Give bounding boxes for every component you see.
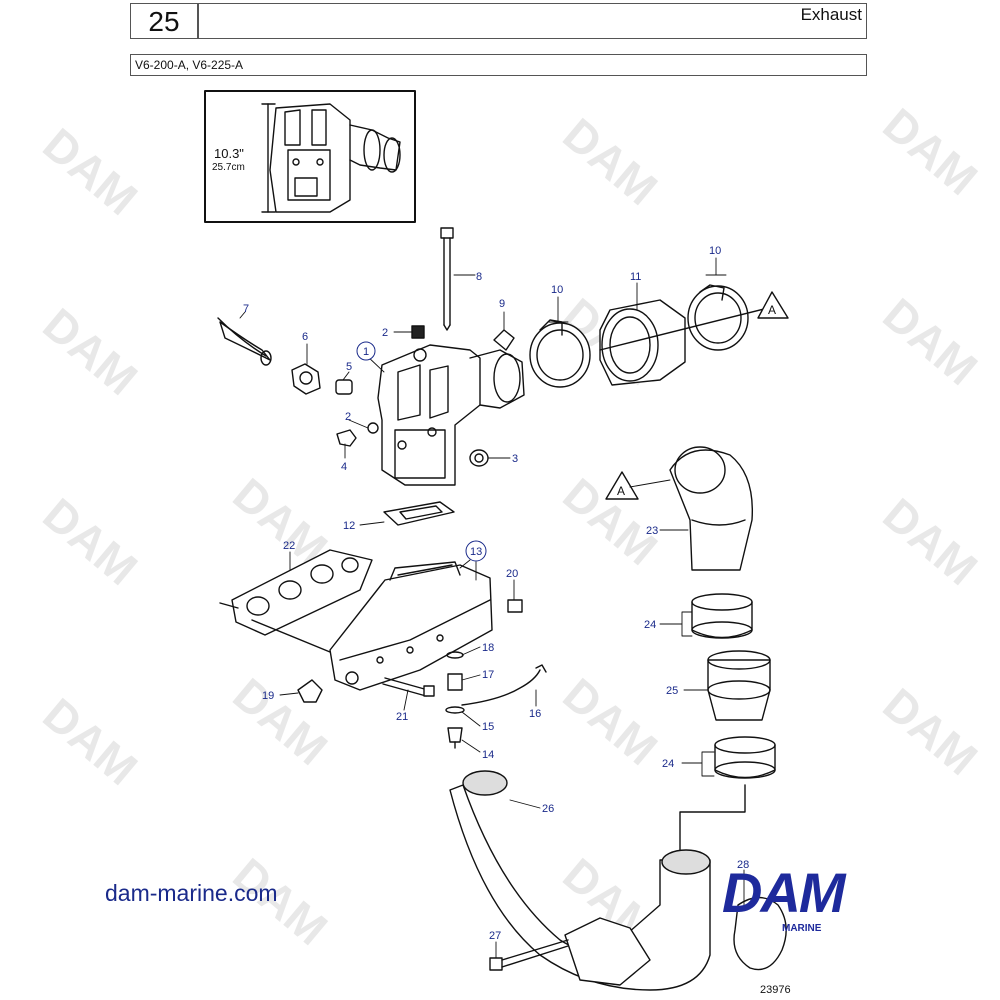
callout-10a: 10 [551,284,563,296]
callout-14: 14 [482,749,494,761]
plug-5 [335,379,353,395]
connector-a-mid-label: A [617,484,625,498]
model-list: V6-200-A, V6-225-A [135,58,244,72]
callout-11: 11 [630,271,641,283]
manifold-13 [251,561,493,691]
elbow-23 [669,446,754,571]
title-box: Exhaust [198,3,867,39]
connector-a-mid [605,471,639,500]
watermark: DAM DAM DAM DAM DAM DAM DAM DAM DAM DAM … [34,88,988,955]
callout-26: 26 [542,803,554,815]
callout-12: 12 [343,520,355,532]
watermark-text: DAM [34,488,148,595]
inset-height-cm: 25.7cm [212,162,245,173]
sensor-9 [493,329,515,351]
callout-4: 4 [341,461,347,473]
watermark-text: DAM [874,98,988,205]
circle-1 [356,341,376,361]
callout-15: 15 [482,721,494,733]
bolt-21 [382,677,435,697]
clamp-24-lower [714,736,776,779]
fitting-20 [507,599,523,613]
callout-2b: 2 [345,411,351,423]
callout-20: 20 [506,568,518,580]
gasket-22 [219,549,373,636]
plug-2-top [411,325,425,339]
bolt-27 [489,939,569,971]
brand-subtitle: MARINE [782,923,822,934]
callout-16: 16 [529,708,541,720]
callout-7: 7 [243,303,249,315]
watermark-text: DAM [34,118,148,225]
clamp-10-left [529,319,591,388]
watermark-text: DAM [34,688,148,795]
callout-23: 23 [646,525,658,537]
inset-dimension-box [204,90,416,223]
callout-8: 8 [476,271,482,283]
callout-3: 3 [512,453,518,465]
callout-13: 13 [470,546,482,558]
clamp-24-upper [691,593,753,639]
callout-10b: 10 [709,245,721,257]
brand-letters: DAM [722,861,846,924]
callout-1: 1 [363,346,369,358]
elbow-19 [297,679,323,703]
watermark-text: DAM [874,288,988,395]
page-number-box: 25 [130,3,198,39]
fitting-6 [291,363,321,395]
gasket-28 [733,896,787,971]
watermark-text: DAM [34,298,148,405]
callout-19: 19 [262,690,274,702]
hose-7 [217,317,272,366]
watermark-text: DAM [874,488,988,595]
watermark-text: DAM [224,668,338,775]
callout-17: 17 [482,669,494,681]
circle-13 [465,540,487,562]
watermark-text: DAM [554,668,668,775]
callout-9: 9 [499,298,505,310]
page-number: 25 [148,6,180,37]
callout-28: 28 [737,859,749,871]
callout-24a: 24 [644,619,656,631]
sleeve-25 [707,650,771,721]
callout-6: 6 [302,331,308,343]
inset-height-in: 10.3" [214,146,244,161]
pipe-26 [449,770,711,991]
sleeve-11 [599,299,686,386]
callout-22: 22 [283,540,295,552]
watermark-text: DAM [554,108,668,215]
bolt-8 [440,227,454,331]
gasket-12 [383,501,455,526]
leader-lines [239,257,745,959]
model-box: V6-200-A, V6-225-A [130,54,867,76]
callout-18: 18 [482,642,494,654]
website-link[interactable]: dam-marine.com [105,880,278,906]
clamp-10-right [687,284,749,351]
page-title: Exhaust [800,5,862,24]
drawing-id: 23976 [760,984,791,996]
circle-callouts [356,341,487,562]
brand-logo: DAM MARINE [722,861,902,938]
drain-stack [445,651,547,749]
callout-2a: 2 [382,327,388,339]
nut-3 [469,449,489,467]
callout-5: 5 [346,361,352,373]
elbow-4 [336,429,357,447]
callout-labels: 1 2 2 3 4 5 6 7 8 9 10 10 11 12 13 14 15… [243,245,749,942]
watermark-text: DAM [874,678,988,785]
plug-2-side [367,422,379,434]
callout-27: 27 [489,930,501,942]
connector-a-top-label: A [768,303,776,317]
connector-a-top [757,291,789,319]
riser-1 [377,344,525,486]
callout-24b: 24 [662,758,674,770]
callout-25: 25 [666,685,678,697]
callout-21: 21 [396,711,408,723]
